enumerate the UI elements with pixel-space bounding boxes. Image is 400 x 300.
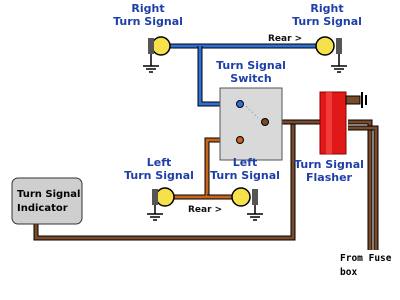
left-turn-lamp-rear [231,187,263,221]
left-turn-lamp-front [147,187,175,221]
switch-label-line-1: Turn Signal [216,59,286,72]
rear-label-bottom: Rear > [188,205,222,215]
lamp-socket [336,38,342,54]
brown-wire-fuse [348,120,372,250]
switch-terminal-left [236,136,244,144]
switch-terminal-input [261,118,269,126]
rear-label-top: Rear > [268,34,302,44]
left-turn-signal-label-1-line-2: Turn Signal [124,169,194,182]
lamp-socket [148,38,154,54]
flasher-label-line-2: Flasher [306,171,353,184]
brown-wire-indicator [34,122,295,240]
right-turn-signal-label-1-line-1: Right [131,2,164,15]
switch-contact-dotted [245,105,259,119]
flasher-label-line-1: Turn Signal [294,158,364,171]
lamp-bulb [151,36,171,56]
left-turn-signal-label-2-line-2: Turn Signal [210,169,280,182]
indicator-label-line-2: Indicator [17,203,68,214]
lamp-socket [252,189,258,205]
right-turn-signal-label-1-line-2: Turn Signal [113,15,183,28]
switch-terminal-right [236,100,244,108]
turn-signal-flasher [319,91,347,155]
right-turn-signal-label-2-line-2: Turn Signal [292,15,362,28]
lamp-socket [152,189,158,205]
turn-signal-indicator-box [11,177,83,225]
lamp-bulb [231,187,251,207]
fuse-label-line-1: From Fuse [340,253,392,264]
fuse-label-line-2: box [340,267,357,278]
indicator-label-line-1: Turn Signal [17,189,80,200]
brown-wire-fuse-outline [348,119,373,250]
lamp-bulb [155,187,175,207]
turn-signal-switch [219,87,283,161]
left-turn-signal-label-1-line-1: Left [147,156,172,169]
right-turn-lamp-rear [315,36,347,73]
left-turn-signal-label-2-line-1: Left [233,156,258,169]
right-turn-lamp-front [143,36,171,73]
flasher-highlight [326,92,332,154]
lamp-bulb [315,36,335,56]
right-turn-signal-label-2-line-1: Right [310,2,343,15]
flasher-terminal [345,95,361,105]
brown-wire-fuse-2 [348,126,378,250]
switch-label-line-2: Switch [230,72,271,85]
